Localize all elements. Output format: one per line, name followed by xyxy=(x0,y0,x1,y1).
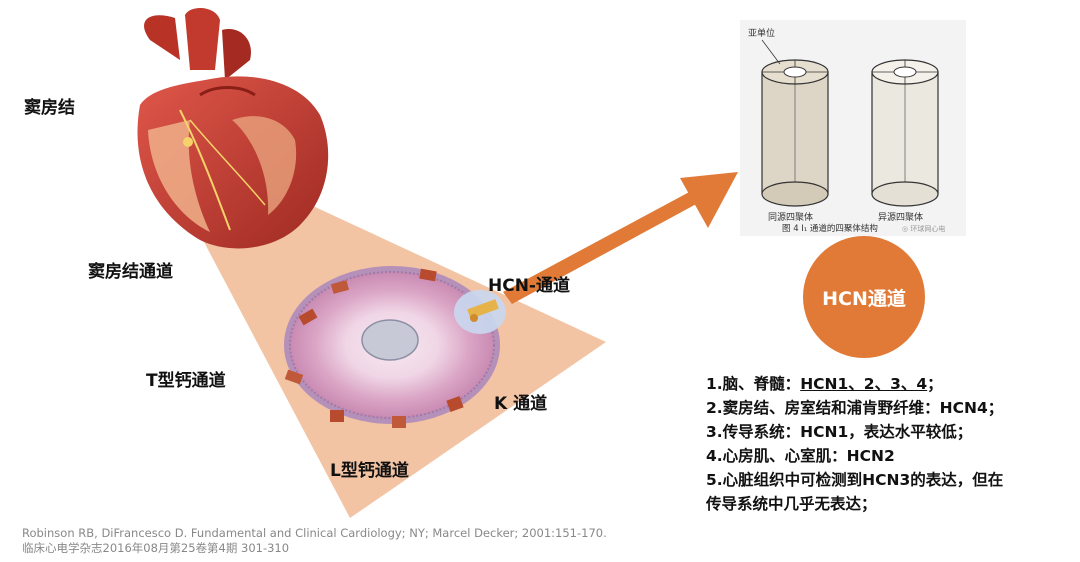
fact-item: 2.窦房结、房室结和浦肯野纤维：HCN4； xyxy=(706,399,1004,417)
fact-text: ； xyxy=(927,375,943,393)
tetramer-cylinder-icon xyxy=(761,39,939,207)
reference-1: Robinson RB, DiFrancesco D. Fundamental … xyxy=(22,526,607,540)
cell-membrane-illustration xyxy=(284,266,506,428)
fact-item: 1.脑、脊髓：HCN1、2、3、4； xyxy=(706,372,1076,396)
homo-tetramer-label: 同源四聚体 xyxy=(768,213,814,223)
hcn-channel-label: HCN-通道 xyxy=(488,276,570,296)
sa-node-label: 窦房结 xyxy=(24,98,75,118)
hcn-badge: HCN通道 xyxy=(803,236,925,358)
tetramer-figure: 亚单位 同源四聚体 异源四聚体 xyxy=(740,20,966,236)
fact-item: 3.传导系统：HCN1，表达水平较低； xyxy=(706,423,973,441)
k-channel-label: K 通道 xyxy=(494,394,548,414)
heart-illustration xyxy=(137,8,329,249)
figure-caption: 图 4 I₁ 通道的四聚体结构 xyxy=(782,224,878,234)
figure-watermark: ◎ 环球网心电 xyxy=(902,225,946,233)
orange-arrow-icon xyxy=(503,172,738,304)
hetero-tetramer-label: 异源四聚体 xyxy=(878,213,924,223)
fact-item: 4.心房肌、心室肌：HCN2 xyxy=(706,447,895,465)
references: Robinson RB, DiFrancesco D. Fundamental … xyxy=(22,526,607,556)
hcn-expression-list: 1.脑、脊髓：HCN1、2、3、4； 2.窦房结、房室结和浦肯野纤维：HCN4；… xyxy=(706,372,1076,516)
hcn-badge-text: HCN通道 xyxy=(822,287,906,310)
fact-text: 1.脑、脊髓： xyxy=(706,375,801,393)
subunit-label: 亚单位 xyxy=(748,29,776,39)
fact-item: 传导系统中几乎无表达； xyxy=(706,495,877,513)
sa-node-channel-label: 窦房结通道 xyxy=(88,262,173,282)
fact-item: 5.心脏组织中可检测到HCN3的表达，但在 xyxy=(706,471,1004,489)
t-calcium-channel-label: T型钙通道 xyxy=(146,371,226,391)
reference-2: 临床心电学杂志2016年08月第25卷第4期 301-310 xyxy=(22,541,290,555)
l-calcium-channel-label: L型钙通道 xyxy=(330,461,409,481)
fact-underlined-text: HCN1、2、3、4 xyxy=(800,375,928,393)
